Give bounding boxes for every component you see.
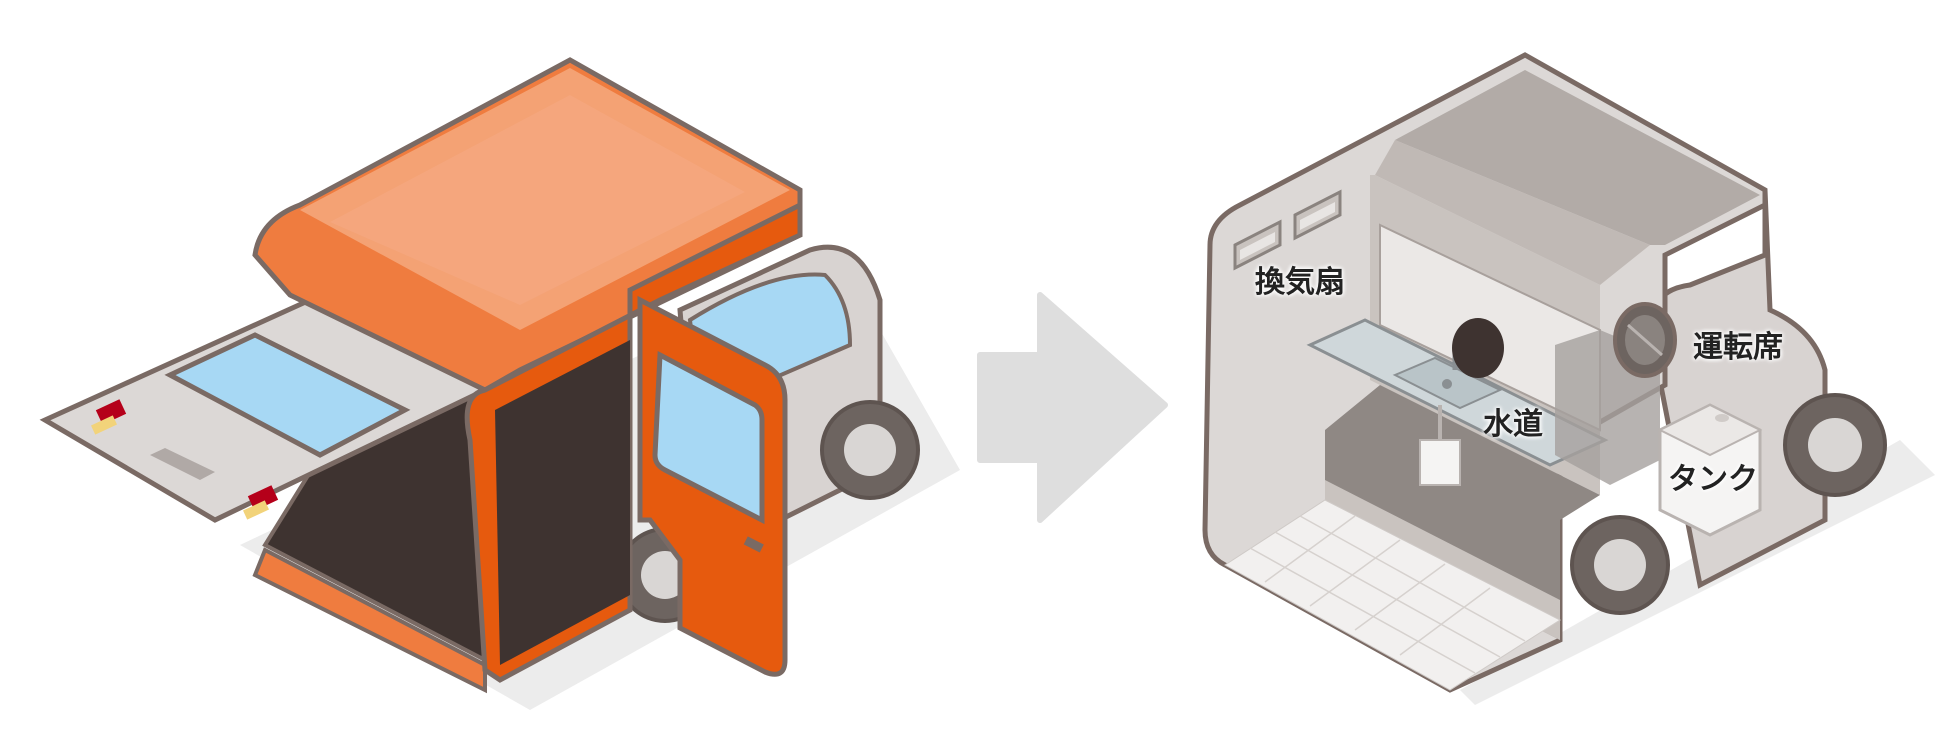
transition-arrow [977,292,1168,523]
interior-cutaway-illustration [1202,52,1935,705]
label-vent-fan: 換気扇 [1255,265,1345,300]
label-driver-seat: 運転席 [1693,330,1783,365]
counter-cabinet [1325,385,1600,640]
van-open-door [637,295,788,677]
rear-wheel-right [1570,515,1670,615]
steering-wheel [1452,318,1504,378]
tail-light-right [247,485,279,511]
interior-cab [1647,189,1887,589]
rear-window [164,332,411,458]
tail-light-left [95,399,127,425]
door-window [652,350,765,525]
rear-bumper-slot [150,448,215,480]
vent-fans [1233,189,1342,271]
exterior-van-illustration [39,57,960,710]
water-pipe-box [1419,439,1461,486]
water-tank [1657,403,1763,537]
door-handle [743,536,764,553]
floor-tiles [1224,499,1562,691]
van-rear-panel [39,297,491,523]
van-floor-edge [252,547,487,694]
label-water: 水道 [1483,407,1543,442]
label-tank: タンク [1668,462,1758,497]
cab-porthole [1613,302,1677,378]
